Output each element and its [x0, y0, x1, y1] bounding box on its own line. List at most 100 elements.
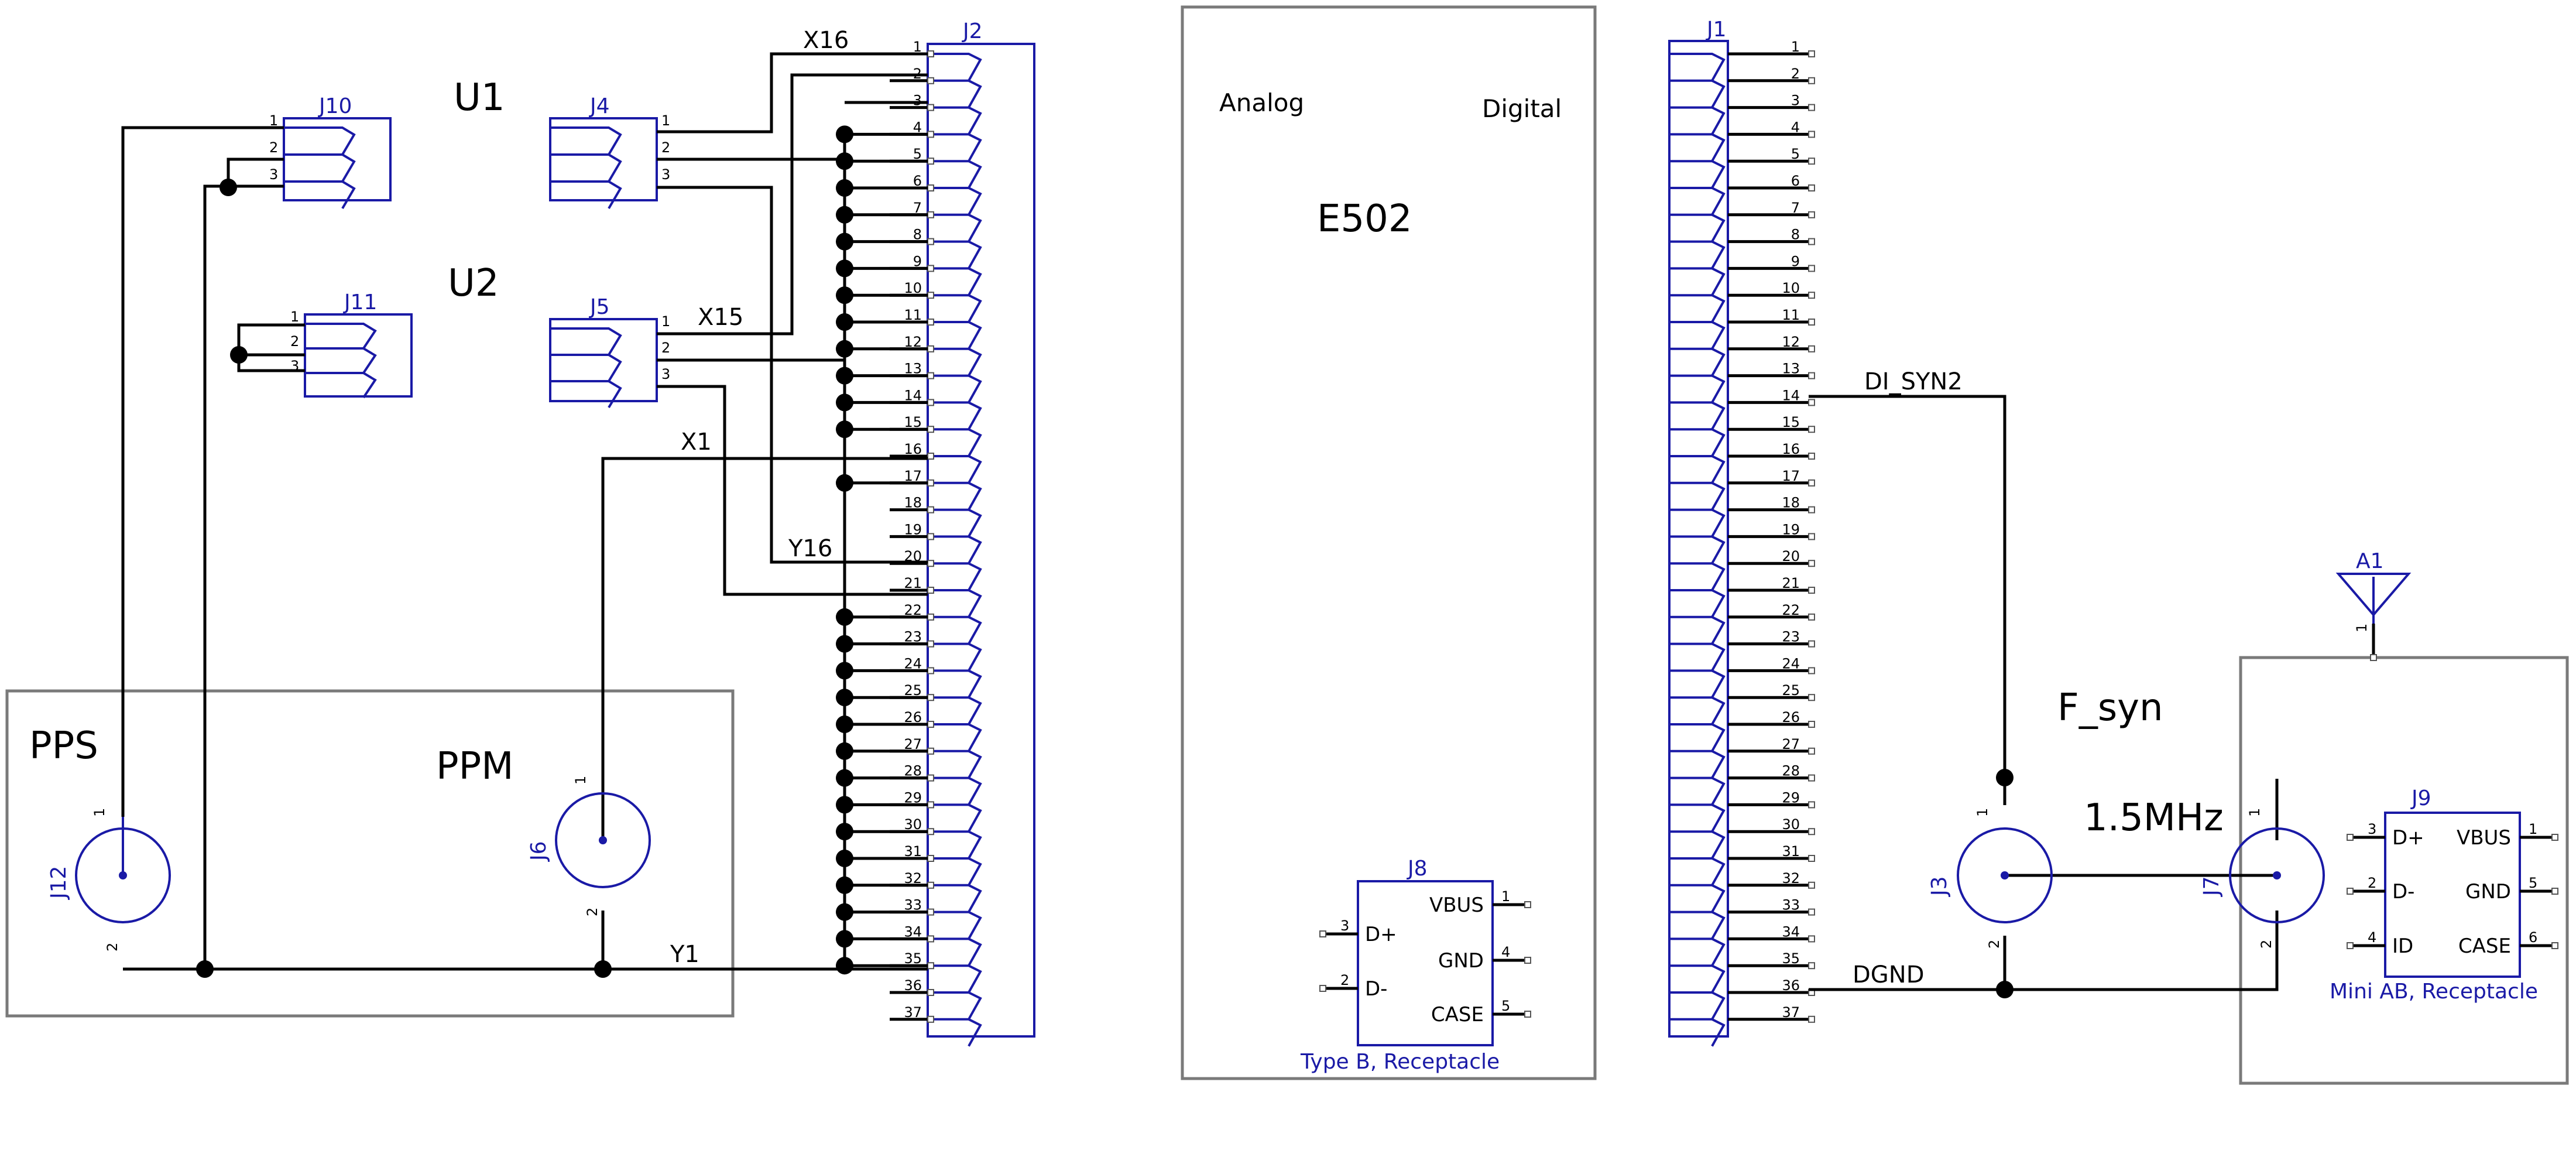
- j2-pin-8-stub: [927, 238, 934, 245]
- j8-pin-4-name: GND: [1438, 949, 1484, 973]
- j2-pin-36: [928, 991, 982, 1020]
- j1-pin-9-label: 9: [1791, 253, 1800, 269]
- j2-pin-23: [928, 642, 982, 672]
- j1-pin-1: [1669, 53, 1726, 81]
- j4-pin-1-label: 1: [661, 112, 670, 129]
- j4-pin-2: [550, 153, 622, 183]
- j2-pin-32-stub: [927, 881, 934, 889]
- label-analog: Analog: [1219, 88, 1304, 117]
- j6-pin2: 2: [584, 908, 601, 916]
- j1-pin-26-stub: [1808, 721, 1815, 728]
- j1-pin-25-label: 25: [1782, 682, 1800, 699]
- j2-pin-4-stub: [927, 131, 934, 138]
- j1-pin-22-label: 22: [1782, 602, 1800, 618]
- j2-pin-17-label: 17: [904, 468, 922, 484]
- j2-pin-30-label: 30: [904, 816, 922, 833]
- j2-pin-12-label: 12: [904, 334, 922, 350]
- j2-pin-14-stub: [927, 399, 934, 406]
- j2-pin-23-stub: [927, 640, 934, 648]
- j2-pin-15: [928, 428, 982, 457]
- j1-pin-1-label: 1: [1791, 39, 1800, 55]
- j1-pin-7: [1669, 213, 1726, 242]
- j1-pin-7-stub: [1808, 211, 1815, 218]
- j5-ref: J5: [589, 295, 610, 319]
- j1-pin-35: [1669, 964, 1726, 993]
- j1-pin-30-stub: [1808, 828, 1815, 836]
- j1-pin-10-stub: [1808, 292, 1815, 299]
- j2-pin-33-label: 33: [904, 897, 922, 913]
- j1-pin-32: [1669, 884, 1726, 913]
- j2-pin-6-stub: [927, 184, 934, 191]
- j11-pin-1: [305, 323, 377, 350]
- connector-j4: J4 123: [549, 94, 670, 210]
- j2-pin-5: [928, 160, 982, 189]
- j8-pin-4-stub: [1524, 957, 1531, 964]
- j2-pin-37-label: 37: [904, 1004, 922, 1021]
- j1-pin-6-label: 6: [1791, 173, 1800, 189]
- j1-pin-33-label: 33: [1782, 897, 1800, 913]
- a1-pin: 1: [2354, 624, 2370, 632]
- j1-ref: J1: [1706, 18, 1727, 42]
- j1-pin-8: [1669, 240, 1726, 269]
- j2-pin-7-stub: [927, 211, 934, 218]
- j10-pin-3-label: 3: [269, 166, 278, 183]
- j9-pin-4-name: ID: [2392, 935, 2413, 958]
- j2-pin-13-stub: [927, 372, 934, 379]
- coax-j12: 1 2 J12: [47, 808, 171, 952]
- j5-pin-3: [550, 380, 622, 409]
- net-y1: Y1: [670, 941, 699, 968]
- j9-type: Mini AB, Receptacle: [2330, 980, 2538, 1004]
- j10-pin-1-label: 1: [269, 112, 278, 129]
- label-digital: Digital: [1482, 94, 1562, 123]
- j1-pin-5-stub: [1808, 158, 1815, 165]
- j2-pin-1-stub: [927, 50, 934, 57]
- j1-pin-22: [1669, 615, 1726, 645]
- j1-pin-14-stub: [1808, 399, 1815, 406]
- j1-pin-26-label: 26: [1782, 709, 1800, 725]
- j1-pin-1-stub: [1808, 50, 1815, 57]
- j1-pin-23-label: 23: [1782, 629, 1800, 645]
- junction-1: [230, 346, 248, 364]
- j8-pin-2-stub: [1319, 985, 1326, 992]
- j1-pin-10-label: 10: [1782, 280, 1800, 296]
- antenna-a1: A1 1: [2335, 549, 2412, 661]
- j1-pin-28: [1669, 776, 1726, 806]
- j1-pin-6: [1669, 187, 1726, 215]
- j9-pin-3-number: 3: [2368, 821, 2376, 837]
- j1-pin-11: [1669, 321, 1726, 350]
- j2-pin-29-stub: [927, 801, 934, 809]
- j4-ref: J4: [589, 94, 610, 118]
- j1-pin-36-label: 36: [1782, 977, 1800, 994]
- j2-pin-37: [928, 1018, 982, 1047]
- net-di-syn2: DI_SYN2: [1864, 368, 1963, 395]
- j2-pin-24-stub: [927, 667, 934, 675]
- j2-pin-35-stub: [927, 962, 934, 970]
- j2-pin-9-stub: [927, 265, 934, 272]
- j1-pin-29: [1669, 803, 1726, 833]
- j1-pin-8-stub: [1808, 238, 1815, 245]
- j1-pin-21: [1669, 589, 1726, 618]
- j2-pin-13: [928, 374, 982, 403]
- j1-pin-33: [1669, 911, 1726, 940]
- j5-pin-2-label: 2: [661, 340, 670, 356]
- pps-ppm-frame: [5, 689, 735, 1018]
- j2-pin-2-stub: [927, 77, 934, 84]
- j10-pin-2-label: 2: [269, 139, 278, 156]
- j8-pin-4-number: 4: [1501, 944, 1510, 960]
- j2-pin-28: [928, 776, 982, 806]
- connector-j5: J5 123: [549, 295, 670, 409]
- j8-pin-1-number: 1: [1501, 888, 1510, 905]
- j8-pin-1-name: VBUS: [1429, 894, 1484, 917]
- j1-pin-16: [1669, 455, 1726, 484]
- j9-pin-6-number: 6: [2529, 929, 2537, 946]
- j1-pin-17-stub: [1808, 479, 1815, 487]
- j2-pin-29-label: 29: [904, 789, 922, 806]
- junction-4: [1996, 769, 2014, 786]
- j1-pin-29-label: 29: [1782, 789, 1800, 806]
- j2-pin-19-label: 19: [904, 521, 922, 538]
- j4-pin-2-label: 2: [661, 139, 670, 156]
- j1-pin-13: [1669, 374, 1726, 403]
- j1-pin-24-stub: [1808, 667, 1815, 675]
- j2-pin-25-stub: [927, 694, 934, 701]
- j12-ref: J12: [47, 866, 71, 900]
